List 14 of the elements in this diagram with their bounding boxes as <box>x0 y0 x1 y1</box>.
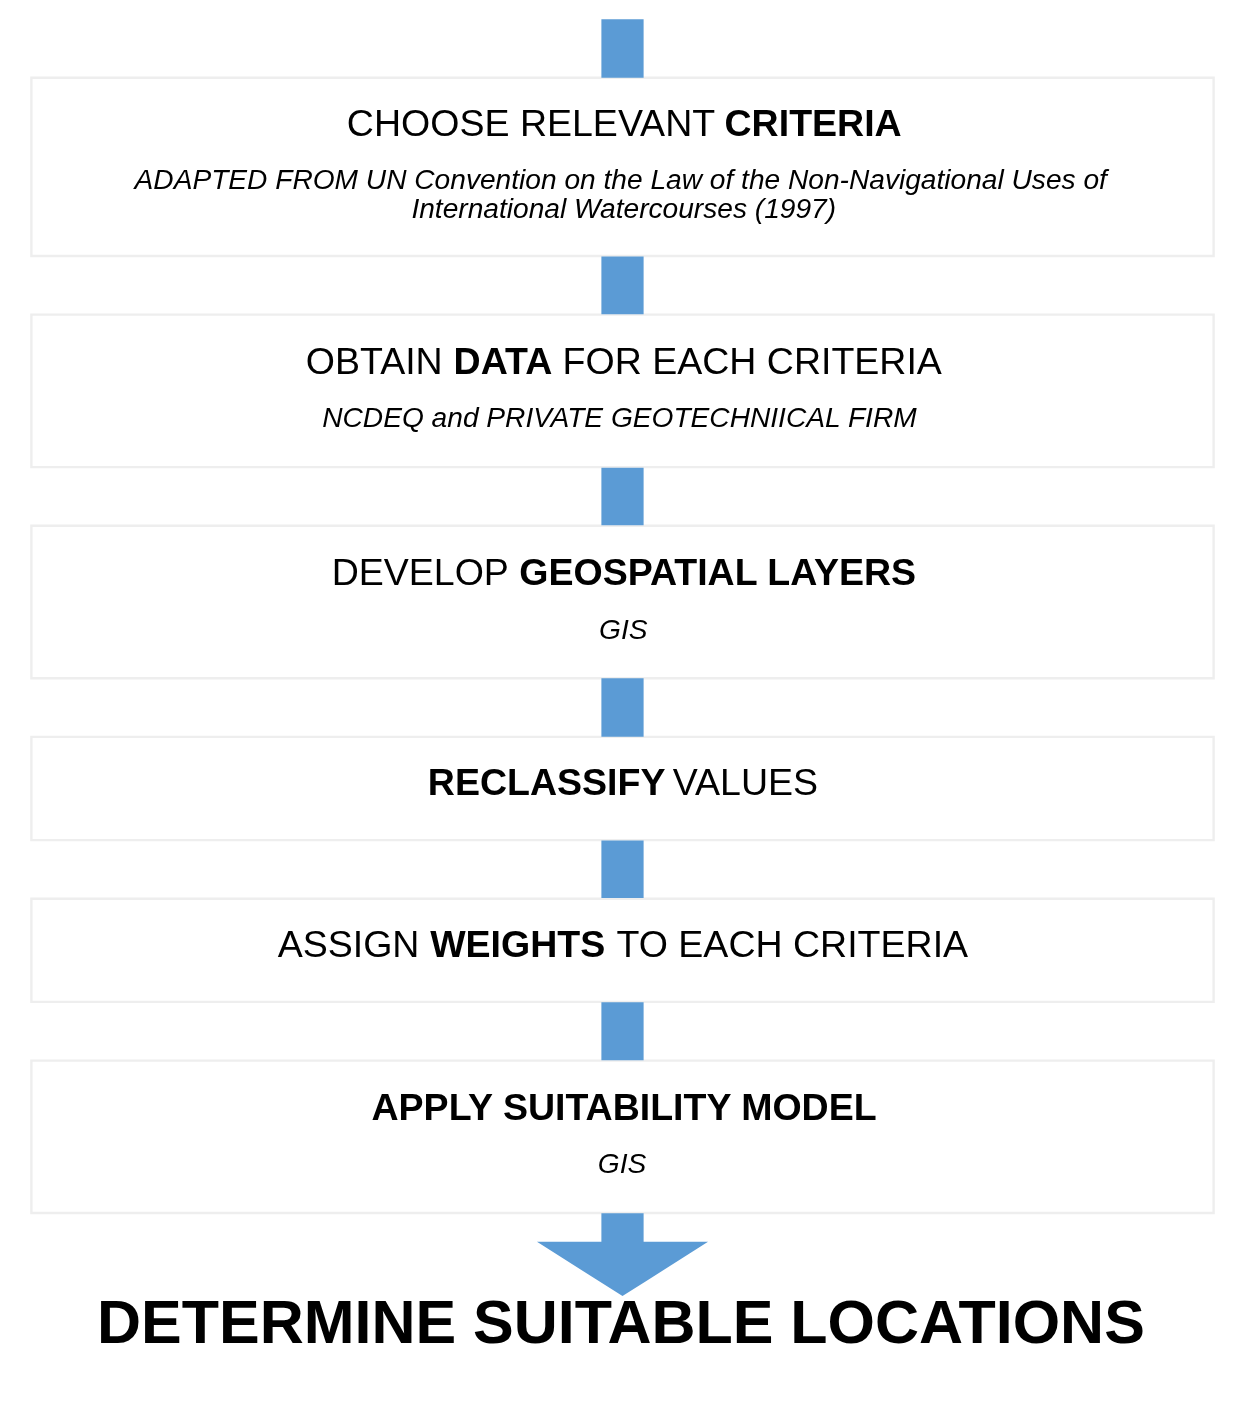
node-box: RECLASSIFY VALUES <box>29 735 1215 842</box>
connector <box>600 678 644 737</box>
connector <box>600 840 644 899</box>
arrow <box>536 1213 708 1297</box>
connector <box>600 1002 644 1061</box>
node-box: OBTAIN DATA FOR EACH CRITERIA NCDEQ and PRIVATE GEOTECHNIICAL FIRM <box>29 313 1215 469</box>
node-text: DETERMINE SUITABLE LOCATIONS <box>96 1287 1145 1356</box>
connector <box>600 19 644 78</box>
node-box: CHOOSE RELEVANT CRITERIA ADAPTED FROM UN Convention on the Law of the Non-Navigational Uses of International Watercourses (1997) <box>29 76 1215 258</box>
node-box: APPLY SUITABILITY MODEL GIS <box>29 1059 1215 1215</box>
node-box: DEVELOP GEOSPATIAL LAYERS GIS <box>29 524 1215 680</box>
connector <box>600 467 644 526</box>
node-box: ASSIGN WEIGHTS TO EACH CRITERIA <box>29 897 1215 1004</box>
connector <box>600 256 644 315</box>
